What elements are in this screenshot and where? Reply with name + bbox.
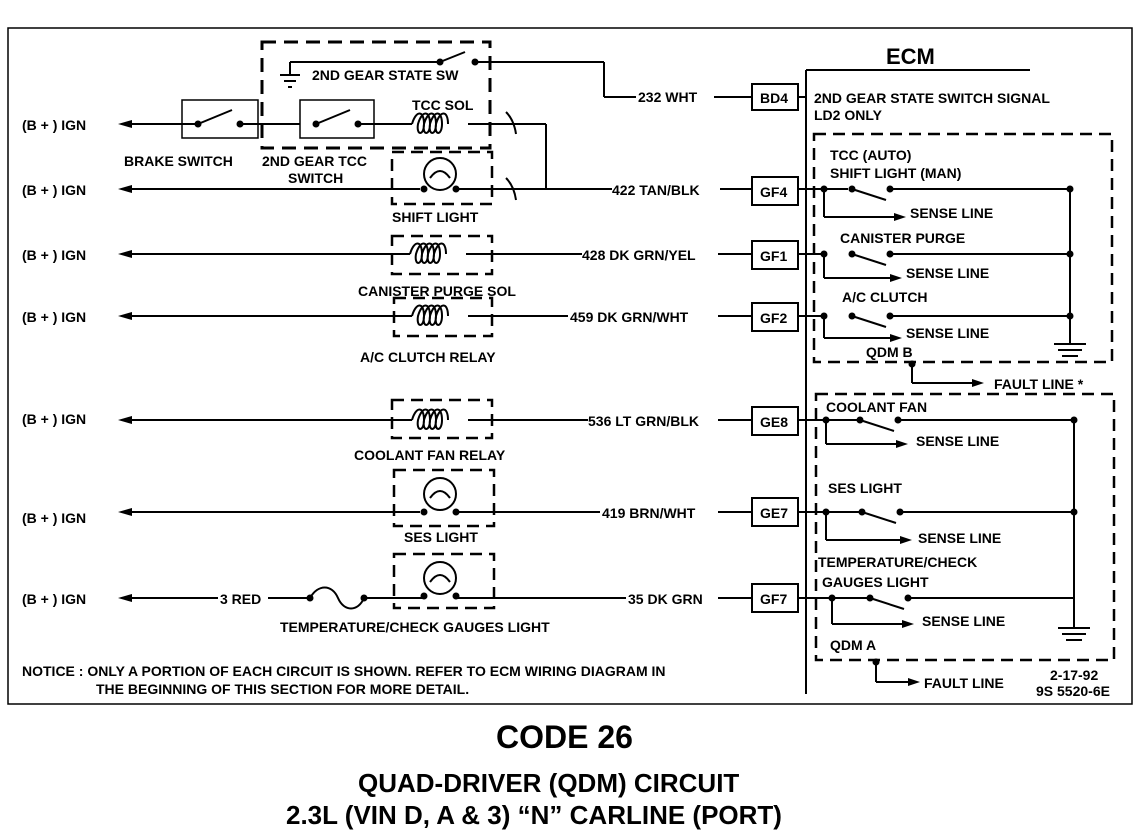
pin-bd4-label: BD4 <box>760 90 788 106</box>
pin-gf7 <box>751 583 799 613</box>
wire-232-label: 232 WHT <box>638 89 698 105</box>
switch-blade <box>439 51 466 63</box>
qdm-b-box <box>812 132 1114 364</box>
canister-purge-label: CANISTER PURGE SOL <box>358 283 516 299</box>
tcc-coil <box>411 112 449 134</box>
arrow-left-3 <box>118 250 132 258</box>
temp-light-label: TEMPERATURE/CHECK GAUGES LIGHT <box>280 619 550 635</box>
shift-light-man-label: SHIFT LIGHT (MAN) <box>830 165 961 181</box>
tcc-sol-label: TCC SOL <box>412 97 474 113</box>
temp-check-ecm-label-2: GAUGES LIGHT <box>822 574 929 590</box>
ac-clutch-ecm-label: A/C CLUTCH <box>842 289 928 305</box>
brake-switch-box <box>181 99 259 139</box>
break-mark-2 <box>505 177 517 201</box>
notice-line-1: NOTICE : ONLY A PORTION OF EACH CIRCUIT … <box>22 663 666 679</box>
pin-gf1-label: GF1 <box>760 248 787 264</box>
coolant-coil <box>411 408 449 430</box>
wire-428-label: 428 DK GRN/YEL <box>582 247 696 263</box>
gear-tcc-label-2: SWITCH <box>288 170 343 186</box>
pin-gf2-label: GF2 <box>760 310 787 326</box>
sense-line-gf4: SENSE LINE <box>910 205 993 221</box>
subtitle-2: 2.3L (VIN D, A & 3) “N” CARLINE (PORT) <box>286 800 782 830</box>
diagram-border <box>7 27 1133 705</box>
ses-light-bulb <box>423 477 457 511</box>
wire-35-label: 35 DK GRN <box>628 591 703 607</box>
tcc-auto-label: TCC (AUTO) <box>830 147 911 163</box>
ref-label: 9S 5520-6E <box>1036 683 1110 699</box>
gear-tcc-switch-blade <box>315 109 351 125</box>
break-mark-1 <box>505 111 517 135</box>
arrow-left-4 <box>118 312 132 320</box>
pin-gf4-label: GF4 <box>760 184 787 200</box>
brake-switch-blade <box>197 109 233 125</box>
qdm-a-label: QDM A <box>830 637 876 653</box>
gear-tcc-switch-box <box>299 99 375 139</box>
arrow-left-1 <box>118 120 132 128</box>
wire-422-label: 422 TAN/BLK <box>612 182 700 198</box>
coolant-fan-label: COOLANT FAN RELAY <box>354 447 506 463</box>
fault-line-b-label: FAULT LINE * <box>994 376 1084 392</box>
shift-light-label: SHIFT LIGHT <box>392 209 479 225</box>
ac-coil <box>411 304 449 326</box>
temp-check-ecm-label-1: TEMPERATURE/CHECK <box>818 554 977 570</box>
ses-light-ecm-label: SES LIGHT <box>828 480 902 496</box>
ign-label-6: (B + ) IGN <box>22 510 86 526</box>
wire-459-label: 459 DK GRN/WHT <box>570 309 689 325</box>
arrow-left-6 <box>118 508 132 516</box>
gear-signal-label-1: 2ND GEAR STATE SWITCH SIGNAL <box>814 90 1050 106</box>
gear-tcc-label-1: 2ND GEAR TCC <box>262 153 367 169</box>
sense-line-gf2: SENSE LINE <box>906 325 989 341</box>
brake-switch-label: BRAKE SWITCH <box>124 153 233 169</box>
sense-line-ge8: SENSE LINE <box>916 433 999 449</box>
fuse-symbol <box>309 586 365 610</box>
temp-light-bulb <box>423 561 457 595</box>
gear-state-sw-box <box>260 40 492 150</box>
sense-line-ge7: SENSE LINE <box>918 530 1001 546</box>
gear-state-sw-label: 2ND GEAR STATE SW <box>312 67 459 83</box>
gear-signal-label-2: LD2 ONLY <box>814 107 883 123</box>
canister-coil <box>409 242 447 264</box>
arrow-left-2 <box>118 185 132 193</box>
code-title: CODE 26 <box>496 719 633 755</box>
ign-label-3: (B + ) IGN <box>22 247 86 263</box>
qdm-b-label: QDM B <box>866 344 913 360</box>
sense-line-gf1: SENSE LINE <box>906 265 989 281</box>
notice-line-2: THE BEGINNING OF THIS SECTION FOR MORE D… <box>96 681 469 697</box>
pin-gf4 <box>751 176 799 206</box>
arrow-left-7 <box>118 594 132 602</box>
ecm-title: ECM <box>886 44 935 69</box>
date-label: 2-17-92 <box>1050 667 1098 683</box>
wire-536-label: 536 LT GRN/BLK <box>588 413 699 429</box>
sense-line-gf7: SENSE LINE <box>922 613 1005 629</box>
qdm-a-box <box>814 392 1116 662</box>
fault-line-a-label: FAULT LINE <box>924 675 1004 691</box>
pin-ge8 <box>751 406 799 436</box>
ac-clutch-label: A/C CLUTCH RELAY <box>360 349 496 365</box>
subtitle-1: QUAD-DRIVER (QDM) CIRCUIT <box>358 768 739 798</box>
ign-label-1: (B + ) IGN <box>22 117 86 133</box>
pin-ge8-label: GE8 <box>760 414 788 430</box>
pin-bd4 <box>751 83 799 111</box>
wire-3-label: 3 RED <box>220 591 261 607</box>
arrow-left-5 <box>118 416 132 424</box>
shift-light-box <box>390 150 494 206</box>
ign-label-5: (B + ) IGN <box>22 411 86 427</box>
pin-ge7-label: GE7 <box>760 505 788 521</box>
shift-light-bulb <box>423 157 457 191</box>
coolant-fan-ecm-label: COOLANT FAN <box>826 399 927 415</box>
ign-label-7: (B + ) IGN <box>22 591 86 607</box>
ign-label-2: (B + ) IGN <box>22 182 86 198</box>
pin-gf7-label: GF7 <box>760 591 787 607</box>
temp-light-box <box>392 552 496 610</box>
wire-419-label: 419 BRN/WHT <box>602 505 696 521</box>
ses-light-label: SES LIGHT <box>404 529 478 545</box>
ign-label-4: (B + ) IGN <box>22 309 86 325</box>
ses-light-box <box>392 468 496 528</box>
canister-purge-ecm-label: CANISTER PURGE <box>840 230 965 246</box>
